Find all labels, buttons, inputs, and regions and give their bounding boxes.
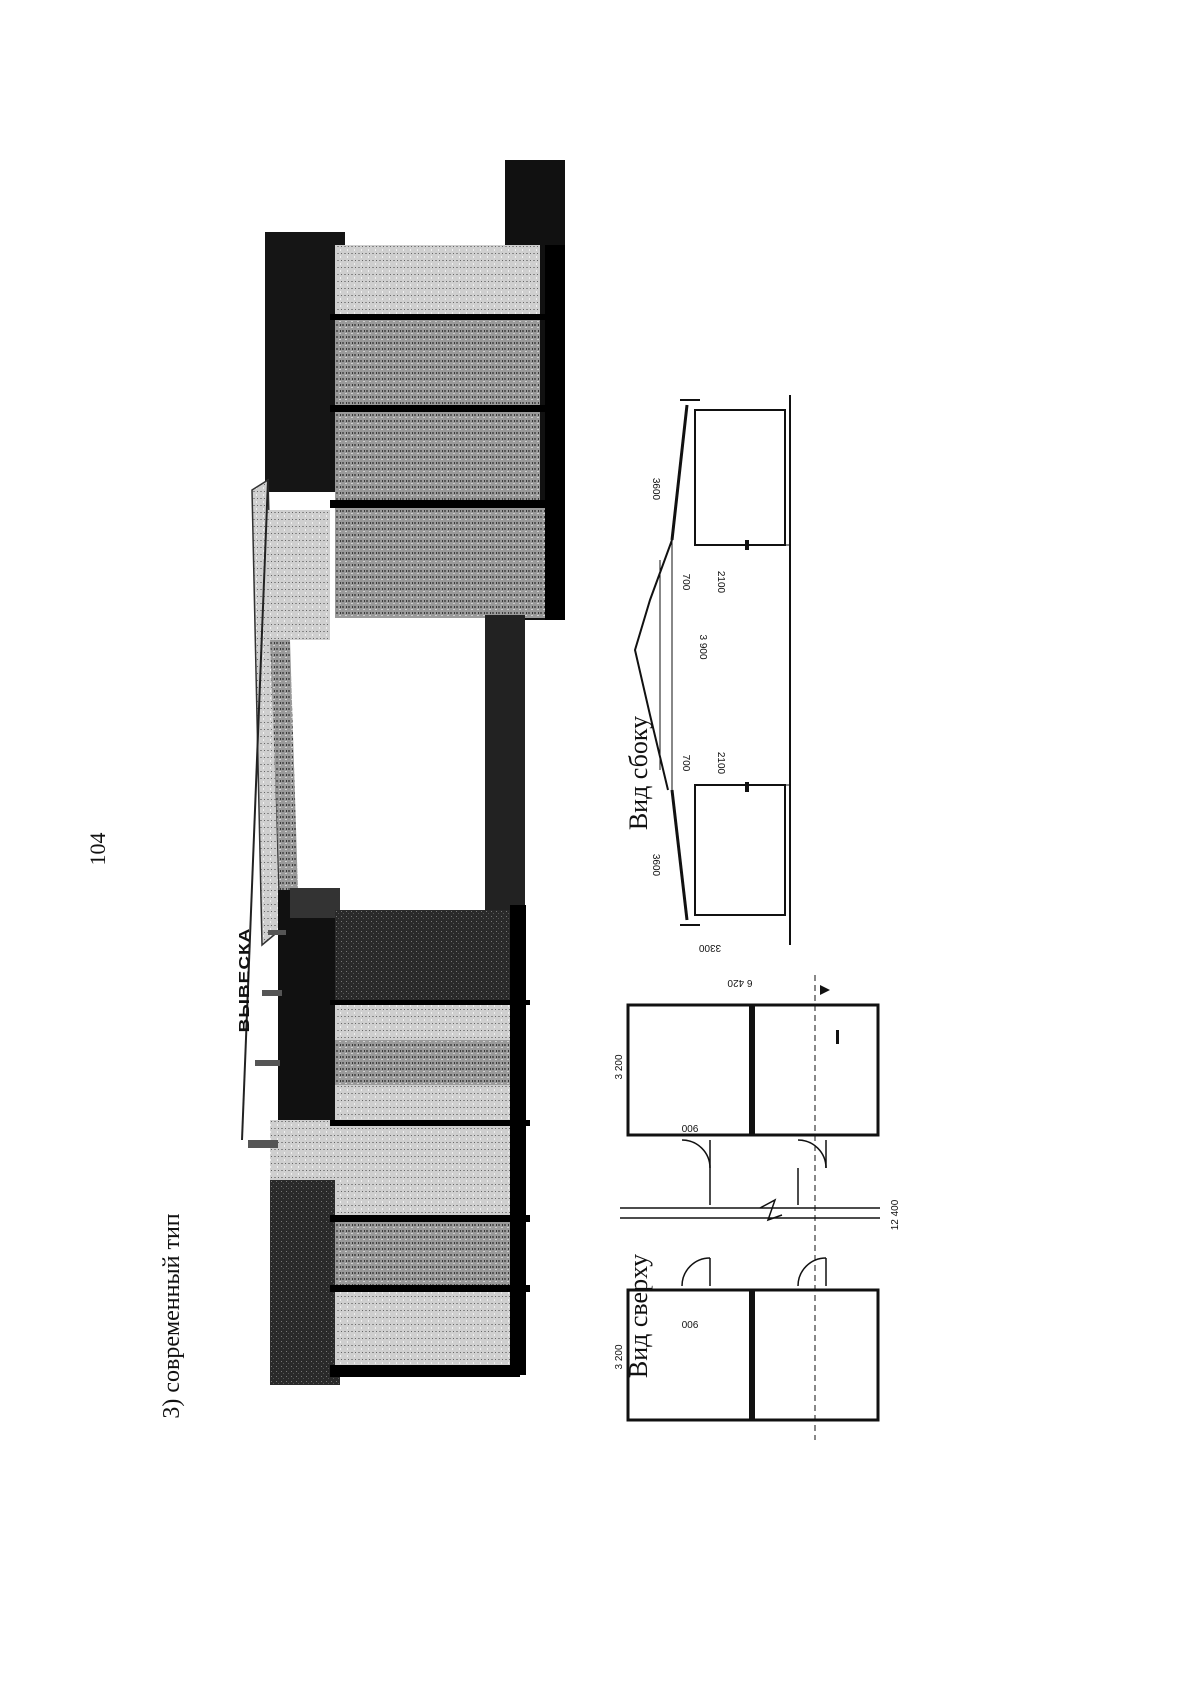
- pavilion-end-panel: [335, 245, 540, 315]
- dim-top-900-lower: 900: [681, 1318, 699, 1329]
- top-view-caption: Вид сверху: [624, 1253, 653, 1379]
- pavilion-roof-left: [278, 890, 338, 1160]
- dim-top-900-upper: 900: [681, 1122, 699, 1133]
- dim-top-3200-upper: 3 200: [614, 1054, 625, 1080]
- pavilion-roof-right: [265, 232, 345, 492]
- dim-top-12400: 12 400: [890, 1199, 901, 1231]
- dim-top-6420: 6 420: [727, 977, 753, 988]
